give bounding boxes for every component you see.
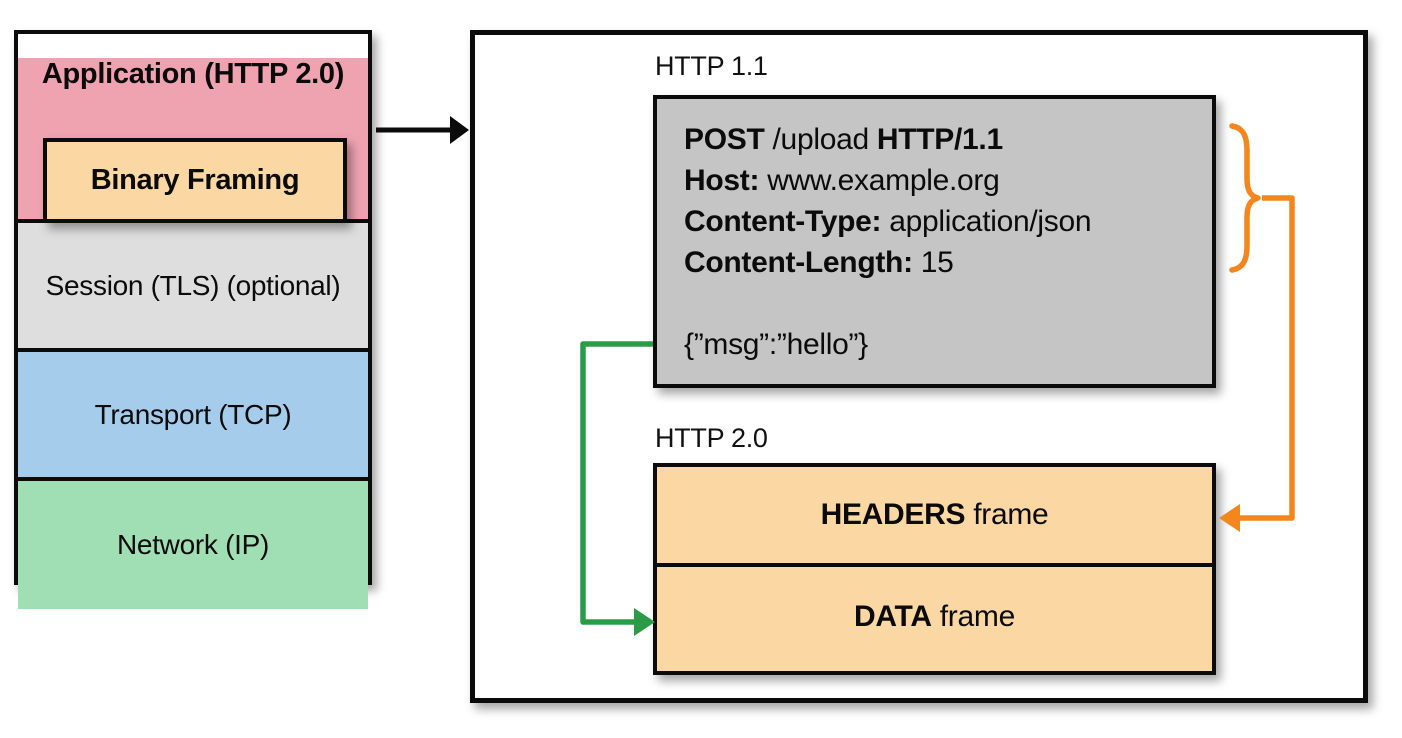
protocol-stack: Application (HTTP 2.0) Binary Framing Se…	[14, 30, 372, 609]
request-body: {”msg”:”hello”}	[684, 328, 868, 361]
layer-transport-label: Transport (TCP)	[94, 398, 292, 430]
request-method: POST	[684, 123, 765, 156]
layer-application-label: Application (HTTP 2.0)	[41, 58, 345, 90]
layer-session: Session (TLS) (optional)	[18, 223, 368, 352]
http11-request-box: POST /upload HTTP/1.1 Host: www.example.…	[653, 95, 1216, 388]
data-frame-label-rest: frame	[931, 600, 1015, 633]
host-value: www.example.org	[759, 164, 1000, 197]
request-line-host: Host: www.example.org	[684, 160, 1212, 201]
layer-application: Application (HTTP 2.0) Binary Framing	[18, 58, 368, 223]
binary-framing-box: Binary Framing	[43, 138, 347, 223]
content-length-value: 15	[912, 246, 954, 279]
http20-section-label: HTTP 2.0	[655, 423, 768, 453]
host-key: Host:	[684, 164, 760, 197]
headers-frame-label-bold: HEADERS	[820, 498, 966, 531]
http20-frames-box: HEADERS frame DATA frame	[653, 463, 1216, 675]
stack-to-panel-arrow	[376, 116, 469, 144]
content-length-key: Content-Length:	[684, 246, 913, 279]
data-frame: DATA frame	[657, 567, 1212, 667]
request-path: /upload	[764, 123, 877, 156]
layer-transport: Transport (TCP)	[18, 352, 368, 481]
request-version: HTTP/1.1	[876, 123, 1003, 156]
http11-section-label: HTTP 1.1	[655, 51, 768, 81]
layer-network: Network (IP)	[18, 481, 368, 609]
data-frame-label-bold: DATA	[854, 600, 932, 633]
content-type-key: Content-Type:	[684, 205, 882, 238]
request-blank-line	[684, 283, 1212, 324]
framing-detail-panel: HTTP 1.1 POST /upload HTTP/1.1 Host: www…	[470, 30, 1368, 703]
headers-frame: HEADERS frame	[657, 467, 1212, 567]
layer-session-label: Session (TLS) (optional)	[45, 269, 341, 301]
layer-network-label: Network (IP)	[117, 529, 269, 560]
request-line-content-type: Content-Type: application/json	[684, 201, 1212, 242]
content-type-value: application/json	[881, 205, 1092, 238]
request-line-content-length: Content-Length: 15	[684, 242, 1212, 283]
headers-frame-label-rest: frame	[965, 498, 1049, 531]
request-line-start: POST /upload HTTP/1.1	[684, 119, 1212, 160]
binary-framing-label: Binary Framing	[90, 164, 300, 196]
